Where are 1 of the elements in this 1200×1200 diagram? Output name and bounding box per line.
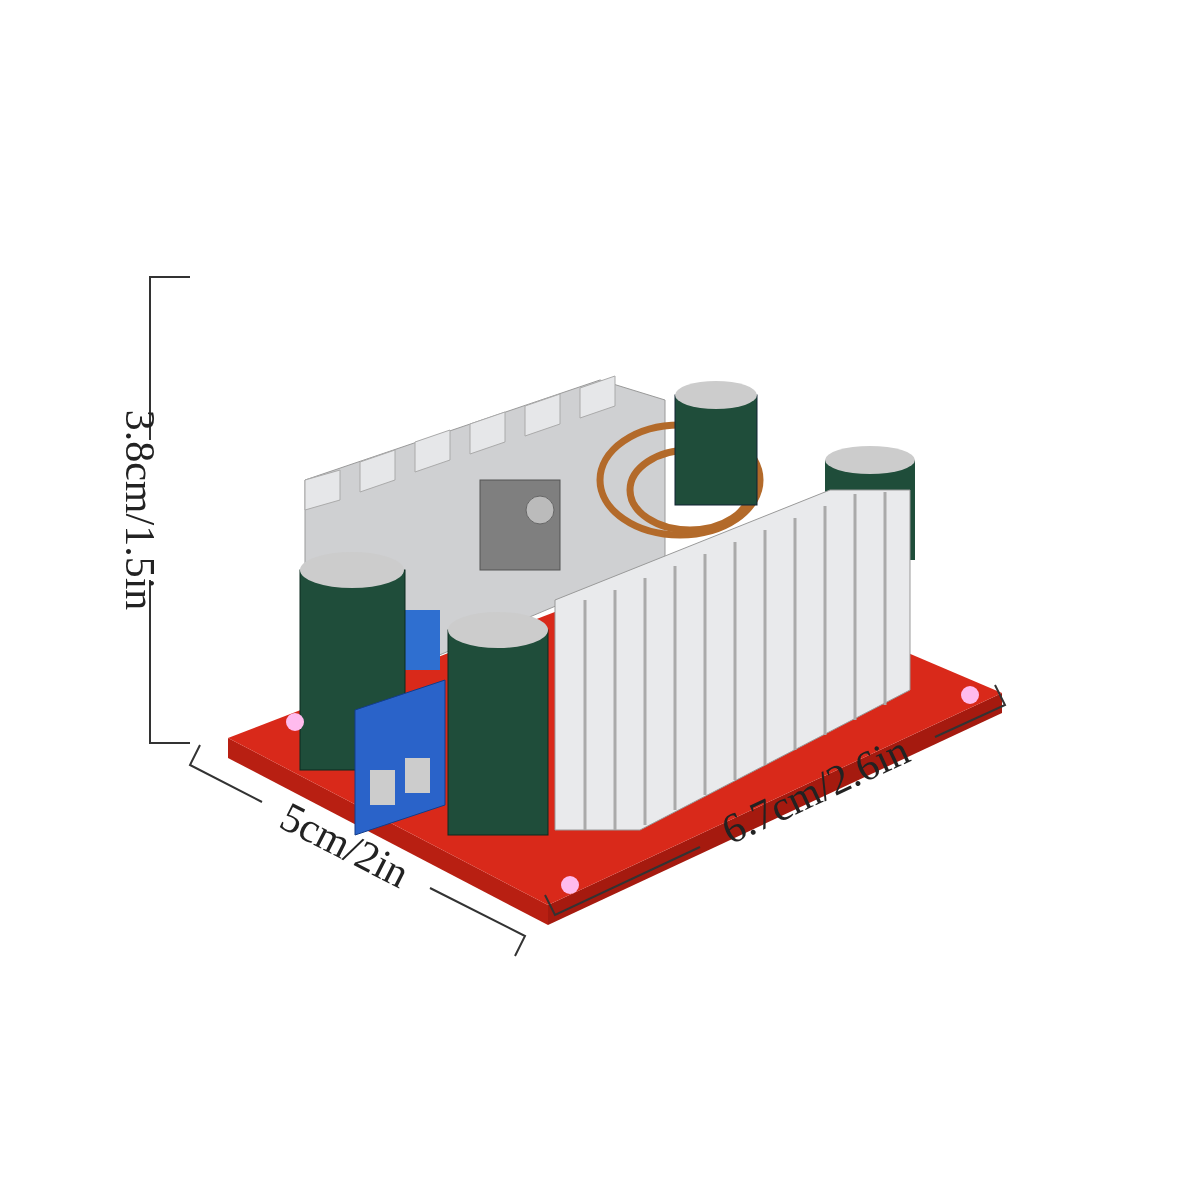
dimension-label: 3.8cm/1.5in bbox=[118, 409, 161, 611]
